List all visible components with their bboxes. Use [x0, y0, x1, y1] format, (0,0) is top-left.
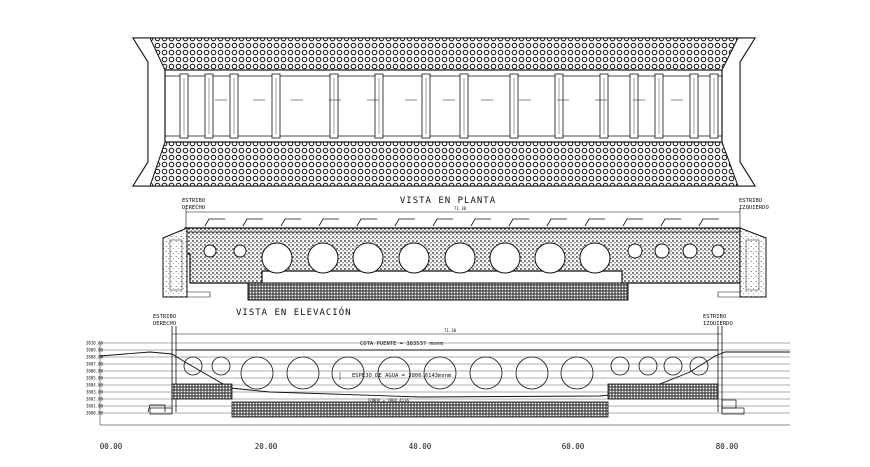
elevation-pipe [579, 242, 611, 274]
railing-post [204, 218, 225, 227]
elevation-right-abutment [739, 227, 767, 298]
x-axis-label-40: 40.00 [409, 442, 432, 451]
profile-pipe [689, 356, 709, 376]
railing-post [660, 218, 681, 227]
plan-view [131, 37, 757, 187]
elevation-pipe [352, 242, 384, 274]
elevation-pipe [627, 243, 643, 259]
elevation-pipe [203, 244, 217, 258]
x-axis-label-60: 60.00 [562, 442, 585, 451]
railing-post [242, 218, 263, 227]
elevation-span-dim: 71.30 [454, 206, 467, 211]
profile-elevation-label: 3805.00 [86, 376, 103, 381]
railing-post [698, 218, 719, 227]
profile-right-fill [607, 383, 719, 400]
profile-pipe [286, 356, 320, 390]
railing-post [356, 218, 377, 227]
x-axis-label-20: 20.00 [255, 442, 278, 451]
profile-pipe [423, 356, 457, 390]
profile-span-dim: 71.30 [444, 328, 457, 333]
profile-pipe [469, 356, 503, 390]
profile-elevation-label: 3806.00 [86, 369, 103, 374]
railing-post [432, 218, 453, 227]
railing-post [470, 218, 491, 227]
profile-elevation-label: 3804.00 [86, 383, 103, 388]
plan-bottom-riprap [147, 141, 741, 187]
fondo-label: FONDO = 3804.4136 [368, 398, 410, 403]
elevation-pipe [398, 242, 430, 274]
plan-top-riprap [147, 37, 741, 71]
elevation-view: 71.30 [162, 206, 767, 301]
plan-right-abutment-label-2: IZQUIERDO [739, 205, 769, 211]
x-axis-label-80: 80.00 [716, 442, 739, 451]
plan-title: VISTA EN PLANTA [400, 196, 496, 206]
railing-post [280, 218, 301, 227]
profile-left-abutment-label-2: DERECHO [153, 321, 176, 327]
profile-pipe [331, 356, 365, 390]
elevation-pipe [261, 242, 293, 274]
profile-left-abutment-label: ESTRIBO [153, 314, 176, 320]
plan-culverts [179, 73, 719, 139]
elevation-left-abutment [162, 227, 188, 298]
profile-pipes [183, 356, 709, 390]
terrain-profile [99, 351, 790, 398]
profile-pipe [515, 356, 549, 390]
elevation-pipes [203, 242, 725, 274]
profile-pipe [183, 356, 203, 376]
profile-elevation-label: 3808.00 [86, 355, 103, 360]
elevation-pipe [711, 244, 725, 258]
plan-left-wingwall [132, 37, 166, 187]
plan-deck [164, 69, 723, 143]
profile-elevation-label: 3810.00 [86, 341, 103, 346]
profile-elevation-label: 3803.00 [86, 390, 103, 395]
railing-post [318, 218, 339, 227]
railing-post [584, 218, 605, 227]
elevation-title: VISTA EN ELEVACIÓN [236, 306, 352, 318]
elevation-pipe [489, 242, 521, 274]
plan-left-abutment-label-2: DERECHO [182, 205, 205, 211]
profile-right-abutment-label-2: IZQUIERDO [703, 321, 733, 327]
profile-elevation-labels: 3810.00 3809.00 3808.00 3807.00 3806.00 3805.… [86, 341, 103, 416]
elevation-pipe [444, 242, 476, 274]
profile-pipe [610, 356, 630, 376]
profile-pipe [377, 356, 411, 390]
plan-left-abutment-label: ESTRIBO [182, 198, 205, 204]
plan-right-abutment-label: ESTRIBO [739, 198, 762, 204]
profile-pipe [560, 356, 594, 390]
elevation-bed-pad [247, 282, 629, 301]
railing-post [546, 218, 567, 227]
railing-post [394, 218, 415, 227]
profile-pipe [240, 356, 274, 390]
profile-pipe [638, 356, 658, 376]
elevation-pipe [534, 242, 566, 274]
profile-elevation-label: 3807.00 [86, 362, 103, 367]
x-axis-label-0: 00.00 [100, 442, 123, 451]
profile-elevation-label: 3809.00 [86, 348, 103, 353]
elevation-pipe [654, 243, 670, 259]
cota-puente-label: COTA PUENTE = 383537 msnm [360, 341, 443, 347]
profile-right-abutment-label: ESTRIBO [703, 314, 726, 320]
elevation-pipe [307, 242, 339, 274]
profile-pipe [211, 356, 231, 376]
profile-pipe [663, 356, 683, 376]
railing-post [508, 218, 529, 227]
profile-elevation-label: 3800.00 [86, 411, 103, 416]
railing-post [622, 218, 643, 227]
profile-section: 3810.00 3809.00 3808.00 3807.00 3806.00 3805.… [86, 314, 790, 451]
profile-bed-fill [231, 401, 609, 418]
elevation-pipe [682, 243, 698, 259]
profile-elevation-label: 3802.00 [86, 397, 103, 402]
railing-posts [204, 218, 719, 227]
espejo-agua-label: ESPEJO DE AGUA = 3806.6143msnm [352, 373, 452, 379]
profile-elevation-label: 3801.00 [86, 404, 103, 409]
profile-left-fill [171, 383, 233, 400]
elevation-pipe [233, 244, 247, 258]
